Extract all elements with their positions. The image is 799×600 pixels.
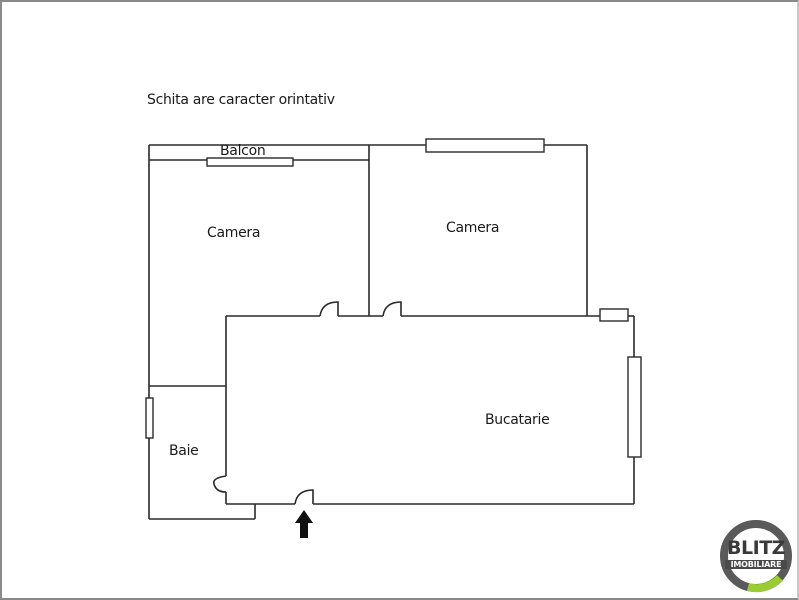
room-label-camera-right: Camera	[446, 220, 500, 236]
entrance-door	[294, 489, 314, 505]
window-kitchen-top	[599, 308, 629, 322]
logo-subtitle: IMOBILIARE	[725, 560, 787, 569]
room-label-baie: Baie	[169, 443, 199, 459]
window-camera-right	[425, 138, 545, 153]
window-baie	[145, 397, 154, 439]
disclaimer-note: Schita are caracter orintativ	[147, 92, 335, 108]
window-balcon	[206, 157, 294, 167]
room-label-camera-left: Camera	[207, 225, 261, 241]
logo-brand: BLITZ	[727, 537, 785, 559]
door-right-camera	[382, 301, 402, 317]
entrance-arrow-icon	[295, 510, 313, 538]
room-label-balcon: Balcon	[220, 143, 266, 159]
blitz-logo: BLITZ IMOBILIARE	[718, 518, 794, 594]
window-kitchen-right	[627, 356, 642, 458]
logo-ring-icon	[720, 520, 792, 593]
room-label-bucatarie: Bucatarie	[485, 412, 550, 428]
door-left-camera	[319, 301, 339, 317]
door-baie	[212, 475, 227, 493]
